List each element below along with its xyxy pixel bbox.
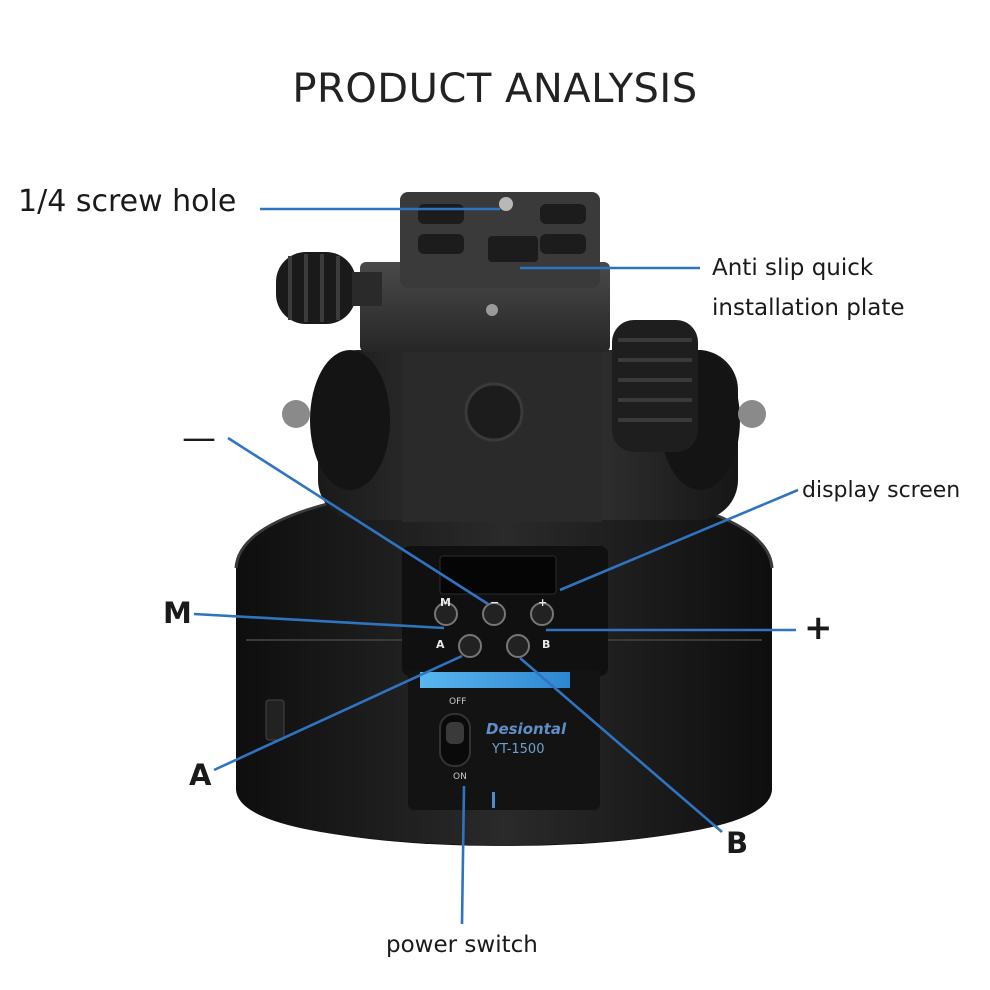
device-model: YT-1500 — [492, 742, 545, 757]
label-plus: + — [804, 608, 833, 648]
button-minus — [482, 602, 506, 626]
page-title: PRODUCT ANALYSIS — [292, 66, 698, 112]
button-a-label: A — [436, 638, 445, 651]
label-b: B — [726, 826, 749, 860]
locking-knob — [276, 252, 382, 324]
label-plate-line1: Anti slip quick — [712, 255, 874, 281]
power-switch-toggle — [446, 722, 464, 744]
callout-lines — [193, 207, 799, 925]
label-m: M — [163, 596, 192, 630]
switch-on-label: ON — [453, 772, 467, 782]
pan-tilt-head — [282, 320, 766, 522]
control-panel — [402, 546, 608, 676]
label-a: A — [189, 758, 212, 792]
device-brand: Desiontal — [486, 720, 567, 738]
switch-off-label: OFF — [449, 697, 467, 707]
button-a — [458, 634, 482, 658]
label-minus: — — [182, 418, 216, 458]
button-plus-label: + — [538, 596, 548, 609]
button-b — [506, 634, 530, 658]
label-screw-hole: 1/4 screw hole — [18, 184, 237, 219]
display-screen — [439, 555, 557, 595]
label-power-switch: power switch — [386, 932, 538, 958]
button-minus-label: − — [490, 596, 500, 609]
button-m — [434, 602, 458, 626]
button-plus — [530, 602, 554, 626]
button-m-label: M — [440, 596, 451, 609]
front-module — [408, 670, 600, 810]
label-plate-line2: installation plate — [712, 295, 905, 321]
label-display-screen: display screen — [802, 478, 961, 503]
quick-release-plate — [360, 192, 610, 352]
button-b-label: B — [542, 638, 551, 651]
